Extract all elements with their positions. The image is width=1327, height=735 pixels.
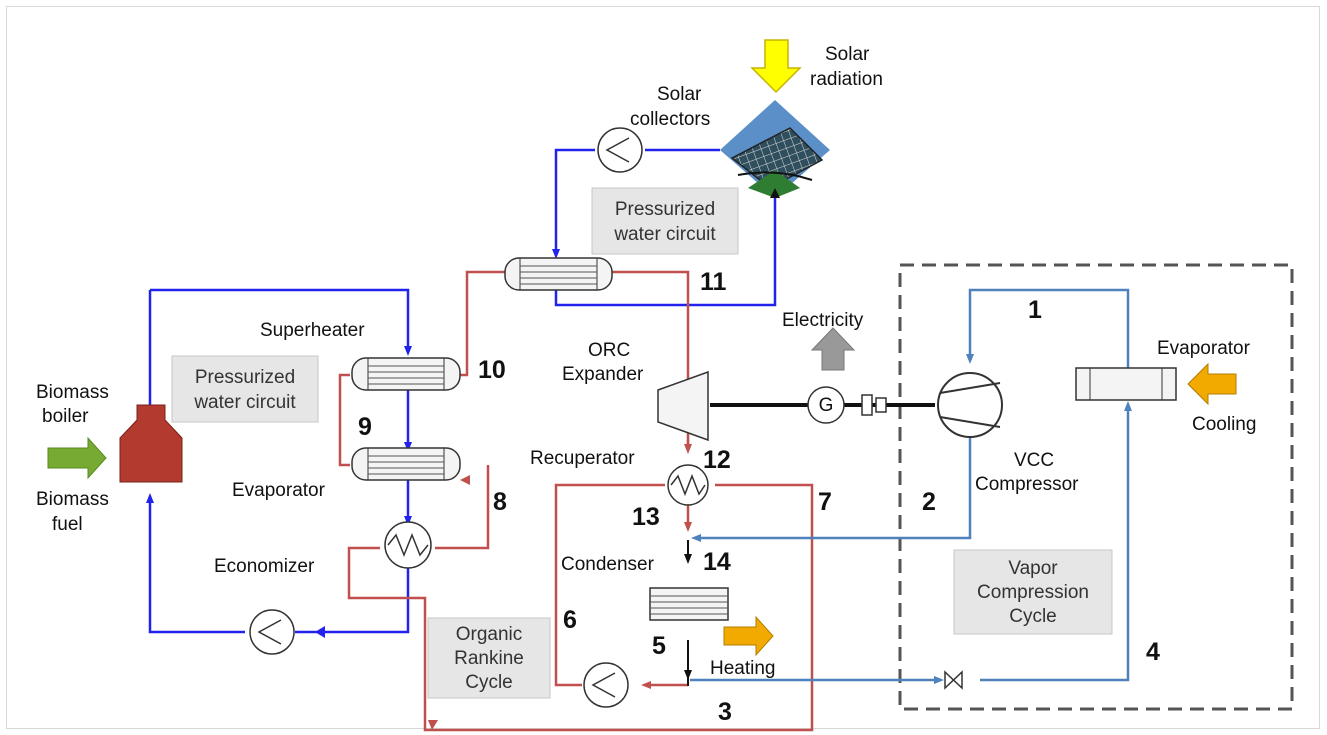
coupling	[861, 394, 887, 416]
label-superheater: Superheater	[260, 320, 365, 341]
label-heating: Heating	[710, 658, 776, 679]
solar-radiation-arrow	[750, 39, 802, 94]
state-point: 1	[1028, 296, 1042, 324]
state-point: 12	[703, 446, 731, 474]
state-point: 13	[632, 503, 660, 531]
label-biomass-fuel: fuel	[52, 514, 83, 535]
biomass-pump	[249, 609, 295, 655]
label-vcc-compressor: Compressor	[975, 474, 1079, 495]
orc-box: Organic Rankine Cycle	[427, 617, 551, 699]
box-text: Vapor	[1008, 558, 1058, 579]
box-text: Organic	[456, 624, 523, 645]
box-text: water circuit	[613, 224, 716, 245]
label-vcc-evaporator: Evaporator	[1157, 338, 1251, 359]
vcc-box: Vapor Compression Cycle	[953, 549, 1113, 635]
condenser-hx	[649, 587, 729, 621]
vcc-evaporator-hx	[1075, 367, 1177, 401]
state-point: 3	[718, 698, 732, 726]
label-solar-collectors: Solar	[657, 84, 702, 105]
refrigerant-lines	[690, 288, 1132, 684]
orc-pump	[583, 662, 629, 708]
pressurized-water-box-top: Pressurized water circuit	[591, 187, 739, 255]
state-point: 14	[703, 548, 731, 576]
box-text: Cycle	[465, 672, 513, 693]
vcc-compressor	[937, 372, 1003, 438]
electricity-arrow	[810, 327, 856, 371]
solar-hx	[504, 257, 613, 291]
label-cooling: Cooling	[1192, 414, 1256, 435]
state-point: 2	[922, 488, 936, 516]
label-biomass-boiler: Biomass	[36, 382, 109, 403]
state-point: 6	[563, 606, 577, 634]
pressurized-water-box-left: Pressurized water circuit	[171, 355, 319, 423]
label-vcc-compressor: VCC	[1014, 450, 1054, 471]
economizer-hx	[384, 521, 432, 569]
cooling-arrow	[1187, 362, 1237, 406]
label-condenser: Condenser	[561, 554, 655, 575]
label-orc-expander: Expander	[562, 364, 644, 385]
label-recuperator: Recuperator	[530, 448, 635, 469]
biomass-input-arrow	[47, 436, 107, 480]
label-evaporator: Evaporator	[232, 480, 326, 501]
label-orc-expander: ORC	[588, 340, 630, 361]
box-text: Pressurized	[195, 367, 295, 388]
expansion-valve	[944, 670, 963, 690]
state-point: 8	[493, 488, 507, 516]
box-text: Cycle	[1009, 606, 1057, 627]
solar-pump	[597, 127, 643, 173]
solar-collector	[720, 100, 830, 198]
box-text: Compression	[977, 582, 1089, 603]
generator	[807, 386, 845, 424]
box-text: Pressurized	[615, 199, 715, 220]
orc-expander	[657, 370, 709, 442]
label-solar-radiation: radiation	[810, 69, 883, 90]
flow-arrow	[315, 626, 325, 638]
label-solar-radiation: Solar	[825, 44, 870, 65]
recuperator-hx	[667, 464, 709, 506]
box-text: water circuit	[193, 392, 296, 413]
label-economizer: Economizer	[214, 556, 315, 577]
label-biomass-boiler: boiler	[42, 406, 89, 427]
orc-lines	[338, 270, 814, 732]
superheater-hx	[351, 357, 461, 391]
state-point: 7	[818, 488, 832, 516]
label-solar-collectors: collectors	[630, 109, 710, 130]
heating-arrow	[723, 615, 774, 657]
label-electricity: Electricity	[782, 310, 864, 331]
label-biomass-fuel: Biomass	[36, 489, 109, 510]
state-point: 5	[652, 632, 666, 660]
state-point: 4	[1146, 638, 1160, 666]
flow-arrow	[428, 720, 438, 730]
generator-label: G	[819, 395, 834, 416]
biomass-boiler	[119, 404, 183, 483]
box-text: Rankine	[454, 648, 524, 669]
state-point: 11	[700, 268, 727, 296]
water-circuit-lines	[146, 148, 777, 634]
state-point: 10	[478, 356, 506, 384]
evaporator-hx	[351, 447, 461, 481]
vcc-enclosure	[898, 263, 1294, 711]
state-point: 9	[358, 413, 372, 441]
